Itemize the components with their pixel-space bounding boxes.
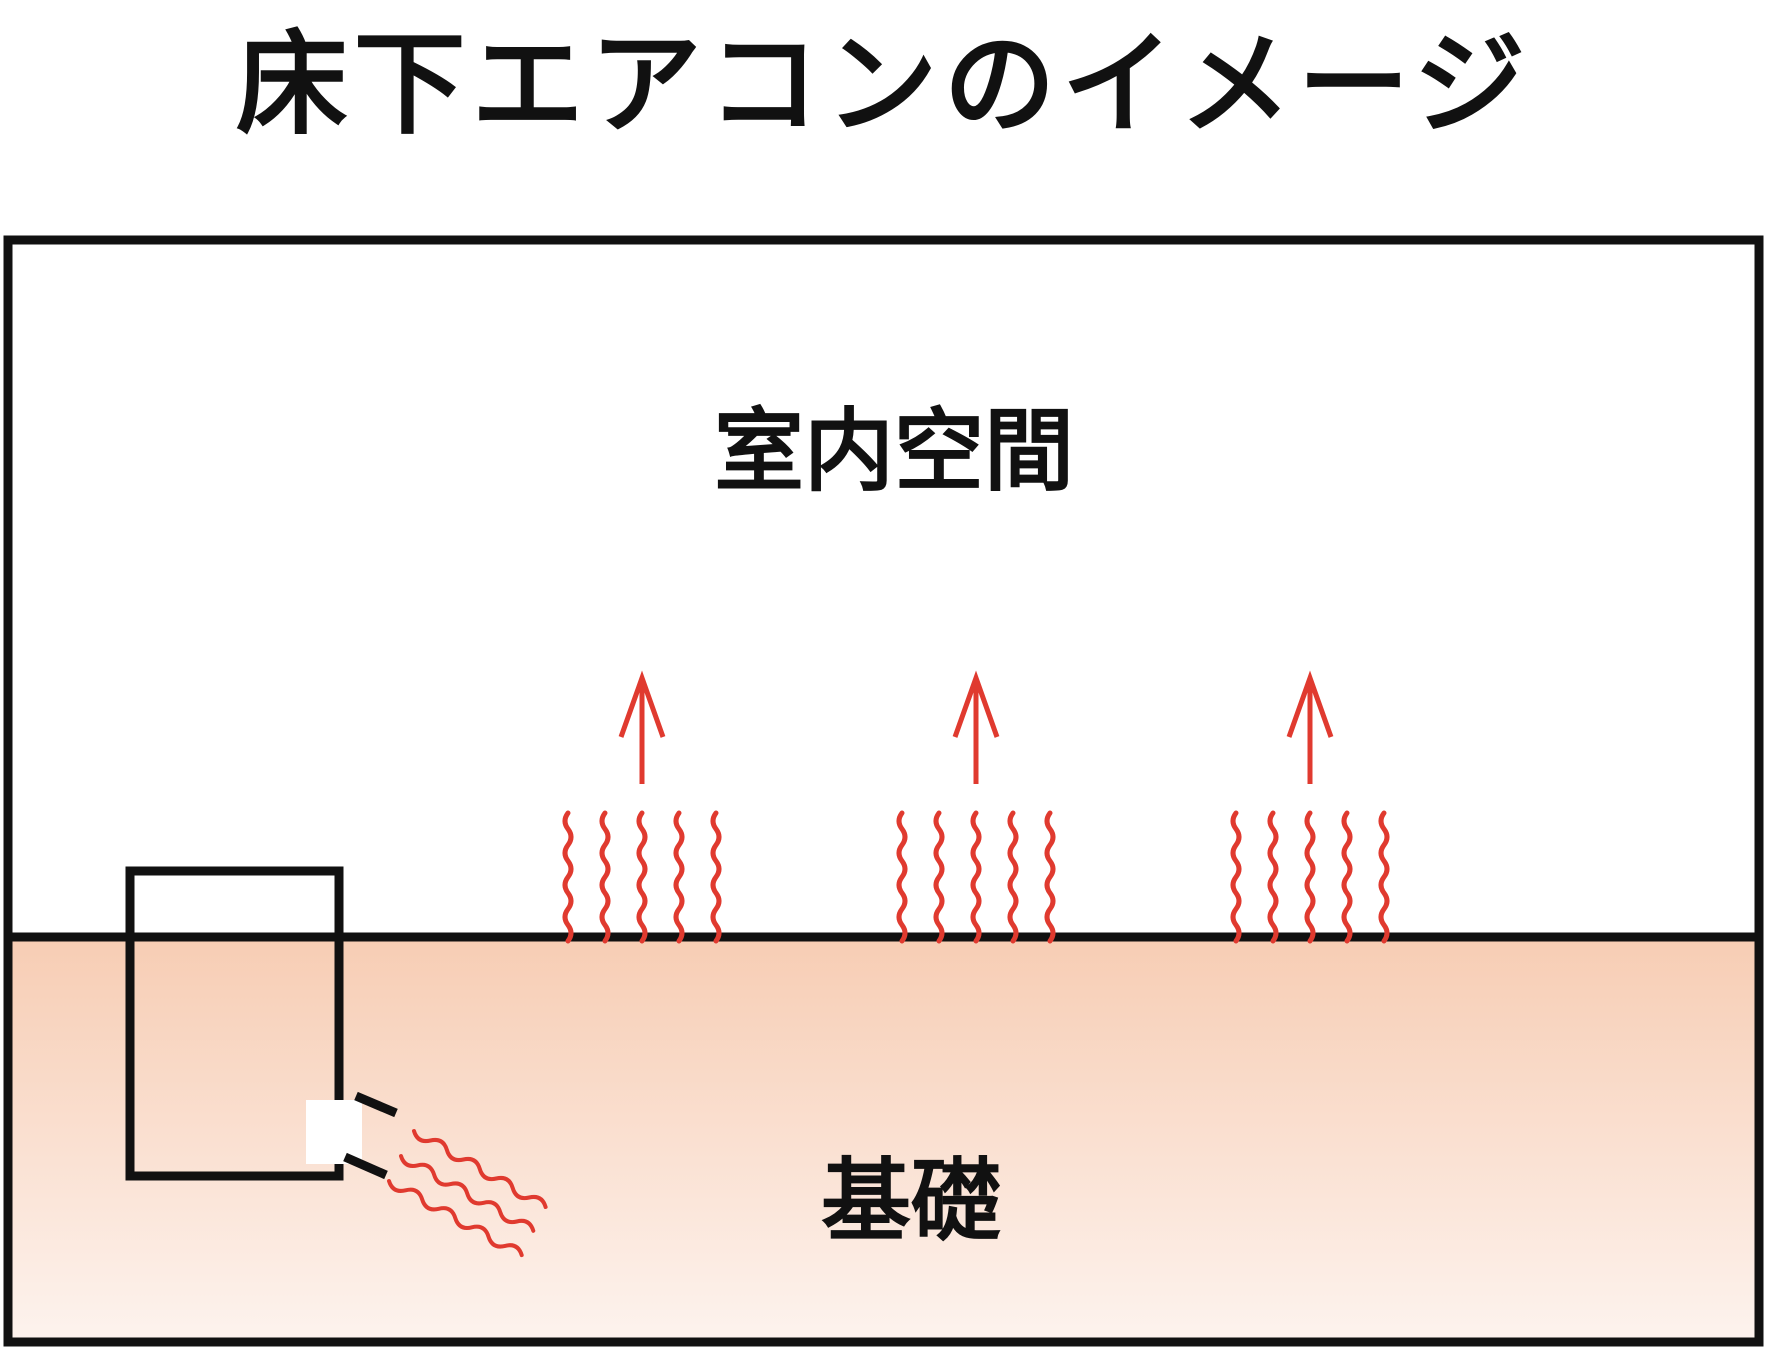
house-outline [3,235,1764,1347]
rising-heat-group [1230,670,1390,944]
heat-wave-icon [1044,810,1056,944]
heat-wave-icon [1230,810,1242,944]
heat-wave-icon [562,810,574,944]
heat-wave-icon [636,810,648,944]
heat-wave-icon [1304,810,1316,944]
warm-air-wave [387,1179,524,1258]
foundation-area [8,939,1759,1342]
heat-wave-icon [970,810,982,944]
up-arrow-head-icon [1286,670,1334,738]
warm-air-wave [412,1129,548,1209]
heat-wave-icon [933,810,945,944]
air-conditioner-icon [125,866,398,1181]
heat-wave-icon [673,810,685,944]
heat-wave-icon [1267,810,1279,944]
up-arrow-head-icon [952,670,1000,738]
vent-louver-lower [343,1152,388,1180]
foundation-label: 基礎 [821,1149,1001,1254]
heat-wave-icon [710,810,722,944]
heat-wave-icon [1378,810,1390,944]
heat-wave-icon [1341,810,1353,944]
heat-wave-icon [896,810,908,944]
heat-wave-icon [1007,810,1019,944]
up-arrow-head-icon [618,670,666,738]
warm-air-wave [399,1154,536,1233]
indoor-space-label: 室内空間 [714,399,1074,504]
vent-louver-upper [354,1091,398,1118]
rising-heat-group [896,670,1056,944]
warm-air-waves-icon [387,1129,548,1258]
heat-wave-icon [599,810,611,944]
diagram-title: 床下エアコンのイメージ [235,20,1532,150]
rising-heat-group [562,670,722,944]
vent-cover [306,1100,362,1164]
